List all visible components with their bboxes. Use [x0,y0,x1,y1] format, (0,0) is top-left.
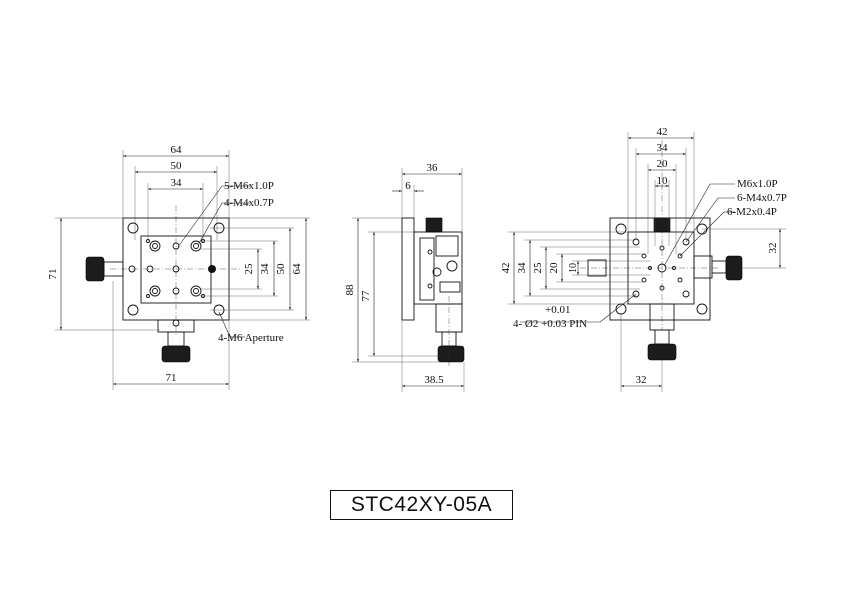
m4-hole [149,240,161,252]
aperture-hole [696,303,708,315]
m6-hole [146,265,154,273]
stage-right-housing [693,255,713,279]
dim-right-50: 50 [275,263,287,275]
m4-hole [190,240,202,252]
dim-side-36: 36 [427,162,439,174]
dim-bottom-71: 71 [166,372,177,384]
stage-view: 42 34 20 10 42 34 25 20 10 [500,126,787,392]
side-bottom-knob [437,345,465,363]
side-top-knob [425,217,443,233]
stage-bottom-knob [647,343,677,361]
m4-hole [149,285,161,297]
dim-top-64: 64 [171,144,183,156]
dim-side-38-5: 38.5 [424,374,444,386]
callout-stage-m4: 6-M4x0.7P [737,192,787,204]
callout-m4: 4-M4x0.7P [224,197,274,209]
callout-stage-pin: 4- Ø2 +0.03 PIN [513,318,587,330]
dim-stage-left-34: 34 [516,262,528,274]
dim-right-34: 34 [259,263,271,275]
dim-side-77: 77 [360,290,372,302]
aperture-hole [127,304,139,316]
center-m6-hole [657,263,667,273]
dim-stage-left-42: 42 [500,263,512,274]
dim-stage-top-20: 20 [657,158,669,170]
callout-stage-m6: M6x1.0P [737,178,778,190]
stage-right-knob [725,255,743,281]
side-view-base-plate [401,217,415,321]
dim-top-34: 34 [171,177,183,189]
dim-stage-top-10: 10 [657,175,669,187]
m6-hole [128,265,136,273]
callout-aperture: 4-M6 Aperture [218,332,284,344]
lock-screw [208,265,216,273]
dim-stage-top-34: 34 [657,142,669,154]
callout-stage-pin-tol: +0.01 [545,304,570,316]
dim-stage-right-32: 32 [767,243,779,254]
part-number-label: STC42XY-05A [330,490,513,520]
dim-right-25: 25 [243,263,255,275]
m6-hole [172,287,180,295]
dim-stage-left-20: 20 [548,262,560,274]
m4-hole [190,285,202,297]
top-view: 64 50 34 71 71 25 34 50 64 [47,144,310,390]
left-knob [85,256,105,282]
aperture-hole [615,223,627,235]
callout-m6: 5-M6x1.0P [224,180,274,192]
stage-top-knob [653,217,671,233]
dim-right-64: 64 [291,263,303,275]
dim-stage-bottom-32: 32 [636,374,647,386]
callout-stage-m2: 6-M2x0.4P [727,206,777,218]
dim-left-71: 71 [47,269,59,280]
aperture-hole [127,222,139,234]
stage-view-base-plate [609,217,711,321]
bottom-knob [161,345,191,363]
dim-stage-left-25: 25 [532,262,544,274]
dim-stage-top-42: 42 [657,126,668,138]
dim-side-6: 6 [405,180,411,192]
side-view: 36 6 88 77 38.5 [344,162,465,392]
m6-hole [172,265,180,273]
dim-stage-left-10: 10 [568,263,579,273]
dim-side-88: 88 [344,284,356,296]
dim-top-50: 50 [171,160,183,172]
